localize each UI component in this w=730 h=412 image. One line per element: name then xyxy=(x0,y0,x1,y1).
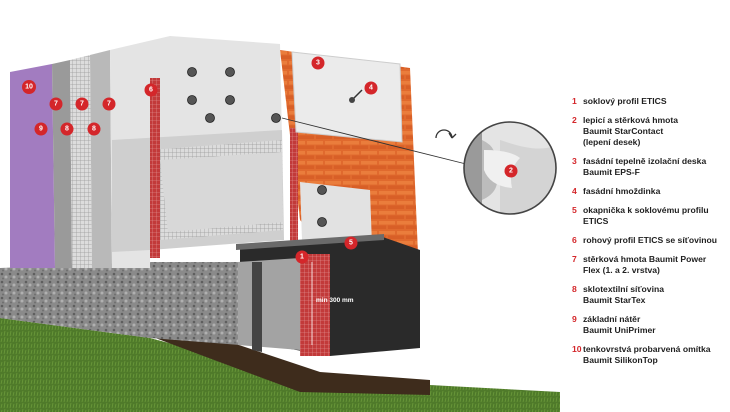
badge-1: 1 xyxy=(295,250,309,264)
legend-text: fasádní hmoždinka xyxy=(583,186,661,196)
eps-board-right xyxy=(300,182,372,246)
corner-profile-mesh-front xyxy=(290,128,298,248)
badge-3: 3 xyxy=(311,56,325,70)
badge-8a: 8 xyxy=(60,122,74,136)
legend-item: 9 základní nátěr Baumit UniPrimer xyxy=(572,314,728,336)
dowel-detail xyxy=(349,89,363,103)
legend-text: tenkovrstvá probarvená omítka Baumit Sil… xyxy=(583,344,711,365)
mesh-layer xyxy=(70,55,92,268)
svg-text:1: 1 xyxy=(300,254,304,261)
legend-number: 5 xyxy=(572,205,577,215)
legend-number: 2 xyxy=(572,115,577,125)
legend-text: rohový profil ETICS se síťovinou xyxy=(583,235,717,245)
legend-number: 1 xyxy=(572,96,577,106)
badge-8b: 8 xyxy=(87,122,101,136)
gravel-foundation xyxy=(0,262,240,345)
plinth-red-mesh xyxy=(300,254,330,356)
legend-item: 5 okapnička k soklovému profilu ETICS xyxy=(572,205,728,227)
legend-number: 10 xyxy=(572,344,582,354)
legend-number: 4 xyxy=(572,186,577,196)
foundation-grey xyxy=(238,258,300,350)
legend-text: stěrková hmota Baumit Power Flex (1. a 2… xyxy=(583,254,707,275)
legend-item: 7 stěrková hmota Baumit Power Flex (1. a … xyxy=(572,254,728,276)
legend-item: 2 lepicí a stěrková hmota Baumit StarCont… xyxy=(572,115,728,148)
badge-2: 2 xyxy=(504,164,518,178)
zoom-detail xyxy=(463,121,557,215)
badge-7b: 7 xyxy=(75,97,89,111)
badge-6: 6 xyxy=(144,83,158,97)
legend-item: 8 sklotextilní síťovina Baumit StarTex xyxy=(572,284,728,306)
corner-profile-mesh xyxy=(150,78,160,258)
svg-text:5: 5 xyxy=(349,240,353,247)
badge-10: 10 xyxy=(22,80,36,94)
legend-number: 9 xyxy=(572,314,577,324)
svg-text:3: 3 xyxy=(316,60,320,67)
svg-text:2: 2 xyxy=(509,168,513,175)
basecoat-layer-2 xyxy=(90,50,112,268)
badge-7c: 7 xyxy=(102,97,116,111)
badge-7a: 7 xyxy=(49,97,63,111)
etics-facade-illustration: min 300 mm 1 2 3 4 5 6 xyxy=(0,36,560,412)
svg-text:6: 6 xyxy=(149,87,153,94)
soil-trench xyxy=(150,336,430,395)
front-eps-layer xyxy=(160,152,283,232)
svg-text:4: 4 xyxy=(369,85,373,92)
dowels xyxy=(187,67,327,227)
legend-number: 7 xyxy=(572,254,577,264)
legend-text: okapnička k soklovému profilu ETICS xyxy=(583,205,709,226)
svg-text:8: 8 xyxy=(92,126,96,133)
legend-number: 6 xyxy=(572,235,577,245)
legend-number: 3 xyxy=(572,156,577,166)
svg-text:7: 7 xyxy=(107,101,111,108)
loose-eps-board xyxy=(291,51,403,143)
svg-text:9: 9 xyxy=(39,126,43,133)
zoom-leader-line xyxy=(281,117,467,165)
legend-text: základní nátěr Baumit UniPrimer xyxy=(583,314,656,335)
legend: 1 soklový profil ETICS 2 lepicí a stěrková … xyxy=(572,96,728,374)
render-layer-violet xyxy=(10,64,55,268)
legend-text: fasádní tepelně izolační deska Baumit EP… xyxy=(583,156,707,177)
svg-text:7: 7 xyxy=(54,101,58,108)
legend-item: 1 soklový profil ETICS xyxy=(572,96,728,107)
legend-text: sklotextilní síťovina Baumit StarTex xyxy=(583,284,665,305)
basecoat-layer-1 xyxy=(52,60,72,268)
badge-9: 9 xyxy=(34,122,48,136)
dimension-label: min 300 mm xyxy=(316,297,354,304)
legend-text: soklový profil ETICS xyxy=(583,96,667,106)
legend-text: lepicí a stěrková hmota Baumit StarConta… xyxy=(583,115,679,147)
legend-item: 3 fasádní tepelně izolační deska Baumit E… xyxy=(572,156,728,178)
svg-text:10: 10 xyxy=(25,84,33,91)
legend-item: 6 rohový profil ETICS se síťovinou xyxy=(572,235,728,246)
waterproofing-strip xyxy=(252,262,262,352)
svg-text:7: 7 xyxy=(80,101,84,108)
legend-item: 4 fasádní hmoždinka xyxy=(572,186,728,197)
rotate-arrow-icon xyxy=(435,129,453,139)
badge-5: 5 xyxy=(344,236,358,250)
legend-number: 8 xyxy=(572,284,577,294)
badge-4: 4 xyxy=(364,81,378,95)
svg-text:8: 8 xyxy=(65,126,69,133)
